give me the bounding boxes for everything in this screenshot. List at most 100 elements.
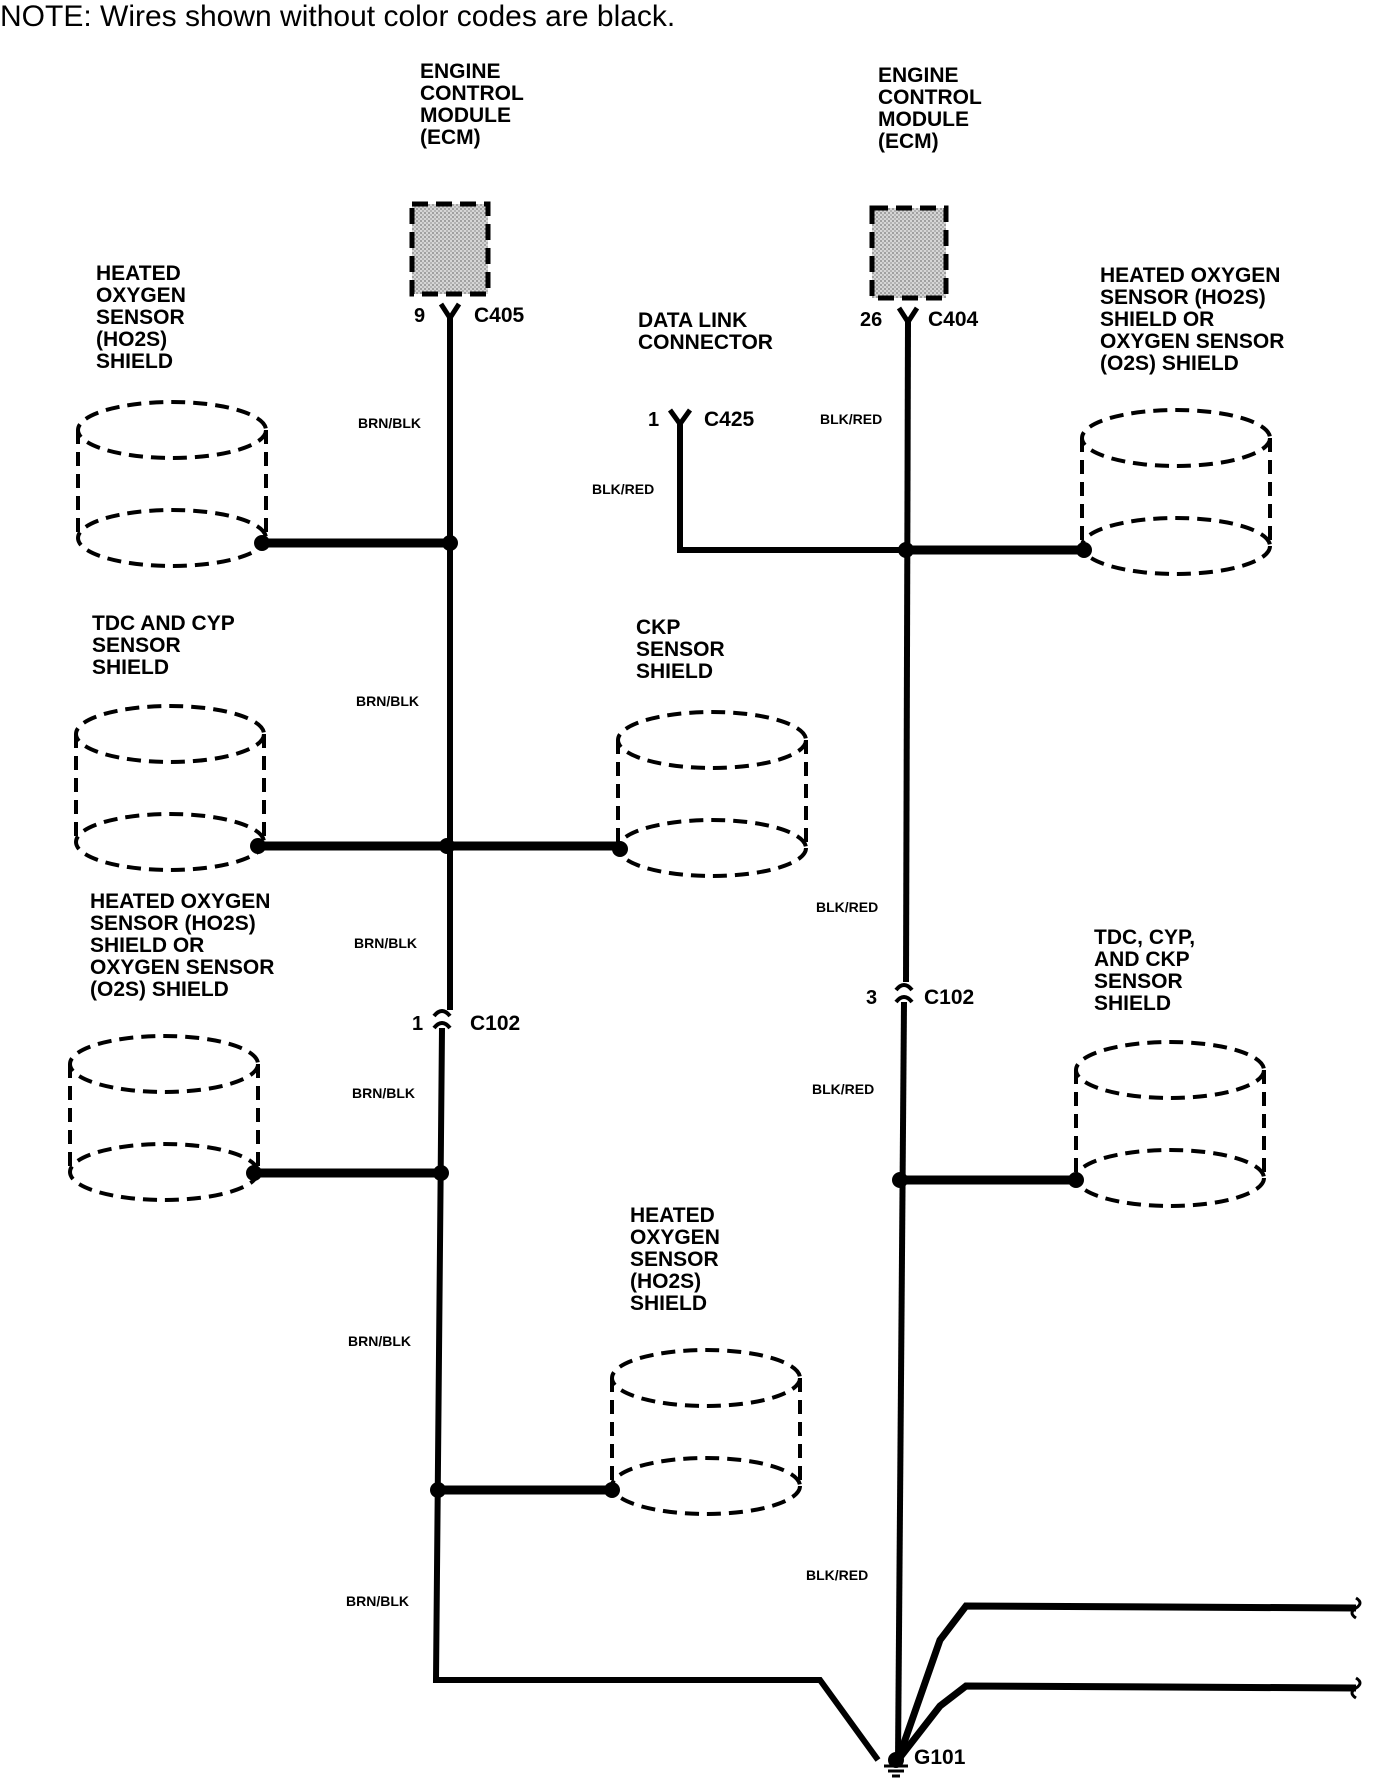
c102-left-connector-icon (432, 1009, 452, 1030)
shield-label-line: HEATED OXYGEN (1100, 264, 1280, 287)
shield-label-line: AND CKP (1094, 948, 1190, 971)
shield-cylinder-icon (610, 1348, 802, 1408)
shield-cylinder-icon (76, 400, 268, 460)
splice-icon (439, 838, 455, 854)
shield-label-line: SHIELD (636, 660, 713, 683)
wire-color-label: BLK/RED (592, 481, 654, 497)
ecm-left-box (409, 201, 491, 297)
shield-label-line: SENSOR (92, 634, 181, 657)
shield-cylinder-icon (68, 1142, 260, 1202)
wire-color-label: BLK/RED (820, 411, 882, 427)
wire-color-label: BLK/RED (816, 899, 878, 915)
ecm-right-label: ENGINE CONTROL MODULE (ECM) (878, 64, 982, 153)
shield-cylinder-icon (1074, 1040, 1266, 1100)
splice-icon (250, 838, 266, 854)
c405-label: C405 (474, 304, 525, 327)
shield-tdc-cyp-ckp: TDC, CYP, AND CKP SENSOR SHIELD (892, 926, 1266, 1208)
shield-label-line: SHIELD (1094, 992, 1171, 1015)
shield-label-line: (HO2S) (630, 1270, 701, 1293)
splice-icon (1076, 542, 1092, 558)
shield-ho2s-o2s-left: HEATED OXYGEN SENSOR (HO2S) SHIELD OR OX… (68, 890, 449, 1202)
shield-label-line: SHIELD OR (90, 934, 204, 957)
ecm-left-label-line: MODULE (420, 104, 511, 127)
splice-icon (430, 1482, 446, 1498)
c425-pin: 1 (648, 409, 659, 431)
wire-continuation-icon (1350, 1676, 1362, 1700)
c405-pin: 9 (414, 305, 425, 327)
shield-label-line: (HO2S) (96, 328, 167, 351)
c102-right-label: C102 (924, 986, 974, 1009)
wire-color-label: BRN/BLK (356, 693, 419, 709)
c102-right-pin: 3 (866, 987, 877, 1009)
shield-cylinder-icon (68, 1034, 260, 1094)
shield-label-line: HEATED OXYGEN (90, 890, 270, 913)
c425-terminal-icon (667, 408, 693, 429)
ground-extra-wire-lower (895, 1682, 1357, 1763)
splice-icon (246, 1165, 262, 1181)
shield-label-line: OXYGEN (96, 284, 186, 307)
shield-cylinder-icon (74, 704, 266, 764)
shield-ckp: CKP SENSOR SHIELD (612, 616, 808, 878)
shield-ho2s-bottom: HEATED OXYGEN SENSOR (HO2S) SHIELD (430, 1204, 802, 1516)
splice-icon (612, 841, 628, 857)
right-main-wire (903, 321, 911, 983)
shield-label-line: SHIELD (92, 656, 169, 679)
shield-tdc-cyp: TDC AND CYP SENSOR SHIELD (74, 612, 618, 872)
shield-cylinder-icon (1080, 408, 1272, 468)
splice-icon (892, 1172, 908, 1188)
ecm-right-label-line: ENGINE (878, 64, 959, 87)
shield-cylinder-icon (610, 1456, 802, 1516)
wire-color-label: BLK/RED (806, 1567, 868, 1583)
c102-left-label: C102 (470, 1012, 520, 1035)
note-text: NOTE: Wires shown without color codes ar… (0, 0, 675, 33)
shield-label-line: SENSOR (1094, 970, 1183, 993)
shield-ho2s-top-left: HEATED OXYGEN SENSOR (HO2S) SHIELD (76, 262, 458, 568)
shield-label-line: TDC AND CYP (92, 612, 235, 635)
shield-label-line: SENSOR (630, 1248, 719, 1271)
c102-left-pin: 1 (412, 1013, 423, 1035)
shield-cylinder-icon (74, 812, 266, 872)
shield-label-line: HEATED (96, 262, 181, 285)
shield-cylinder-icon (616, 710, 808, 770)
shield-cylinder-icon (76, 508, 268, 568)
splice-icon (604, 1482, 620, 1498)
c404-pin: 26 (860, 309, 882, 331)
ecm-right-label-line: CONTROL (878, 86, 982, 109)
ecm-left-label-line: ENGINE (420, 60, 501, 83)
shield-label-line: (O2S) SHIELD (1100, 352, 1239, 375)
wire-continuation-icon (1350, 1596, 1362, 1620)
c102-right-connector-icon (894, 983, 914, 1004)
shield-label-line: SENSOR (636, 638, 725, 661)
shield-cylinder-icon (1074, 1148, 1266, 1208)
splice-icon (433, 1165, 449, 1181)
ecm-right-label-line: MODULE (878, 108, 969, 131)
shield-label-line: SHIELD OR (1100, 308, 1214, 331)
splice-icon (254, 535, 270, 551)
right-main-wire-lower (895, 1001, 907, 1761)
shield-label-line: OXYGEN SENSOR (1100, 330, 1284, 353)
c404-terminal-icon (896, 306, 920, 327)
shield-label-line: SENSOR (HO2S) (1100, 286, 1266, 309)
dlc-label-line: CONNECTOR (638, 331, 773, 354)
ecm-left-label-line: (ECM) (420, 126, 481, 149)
g101-label: G101 (914, 1746, 966, 1769)
ground-g101: G101 (884, 1746, 966, 1778)
shield-label-line: SHIELD (630, 1292, 707, 1315)
wire-color-label: BLK/RED (812, 1081, 874, 1097)
left-main-wire-lower (432, 1027, 881, 1762)
ecm-left-label-line: CONTROL (420, 82, 524, 105)
shield-label-line: SENSOR (HO2S) (90, 912, 256, 935)
shield-label-line: (O2S) SHIELD (90, 978, 229, 1001)
ecm-right-label-line: (ECM) (878, 130, 939, 153)
c404-label: C404 (928, 308, 979, 331)
splice-icon (442, 535, 458, 551)
shield-label-line: SENSOR (96, 306, 185, 329)
shield-label-line: TDC, CYP, (1094, 926, 1195, 949)
shield-label-line: HEATED (630, 1204, 715, 1227)
wire-color-label: BRN/BLK (352, 1085, 415, 1101)
dlc-wire (677, 424, 906, 553)
ground-extra-wire-upper (894, 1602, 1357, 1762)
shield-cylinder-icon (616, 818, 808, 878)
wire-color-label: BRN/BLK (348, 1333, 411, 1349)
